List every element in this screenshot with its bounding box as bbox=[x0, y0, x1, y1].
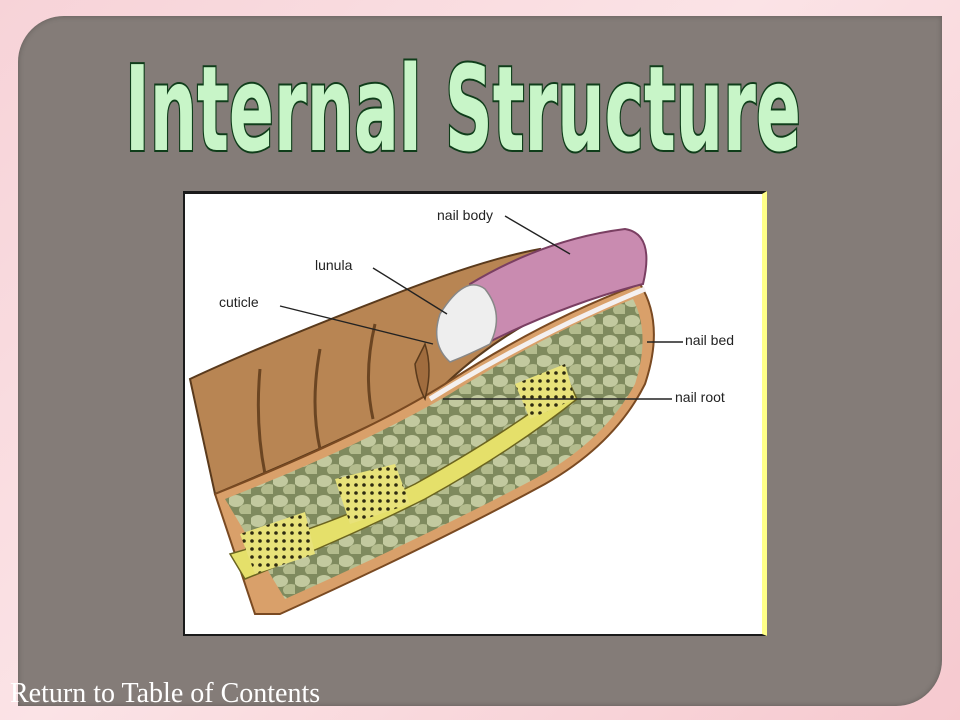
nail-diagram: nail body lunula cuticle nail bed nail r… bbox=[183, 191, 767, 636]
label-nail-bed: nail bed bbox=[685, 332, 735, 348]
label-lunula: lunula bbox=[315, 257, 353, 273]
label-nail-root: nail root bbox=[675, 389, 725, 405]
label-nail-body: nail body bbox=[437, 207, 494, 223]
return-to-contents-link[interactable]: Return to Table of Contents bbox=[10, 678, 321, 709]
nail-illustration bbox=[188, 215, 683, 615]
lunula-shape bbox=[435, 284, 498, 363]
nail-bed-line bbox=[428, 286, 646, 402]
slide-title-graphic: Internal Structure bbox=[123, 38, 803, 175]
slide-title: Internal Structure bbox=[125, 40, 801, 175]
label-cuticle: cuticle bbox=[219, 294, 259, 310]
nail-plate bbox=[468, 227, 648, 346]
